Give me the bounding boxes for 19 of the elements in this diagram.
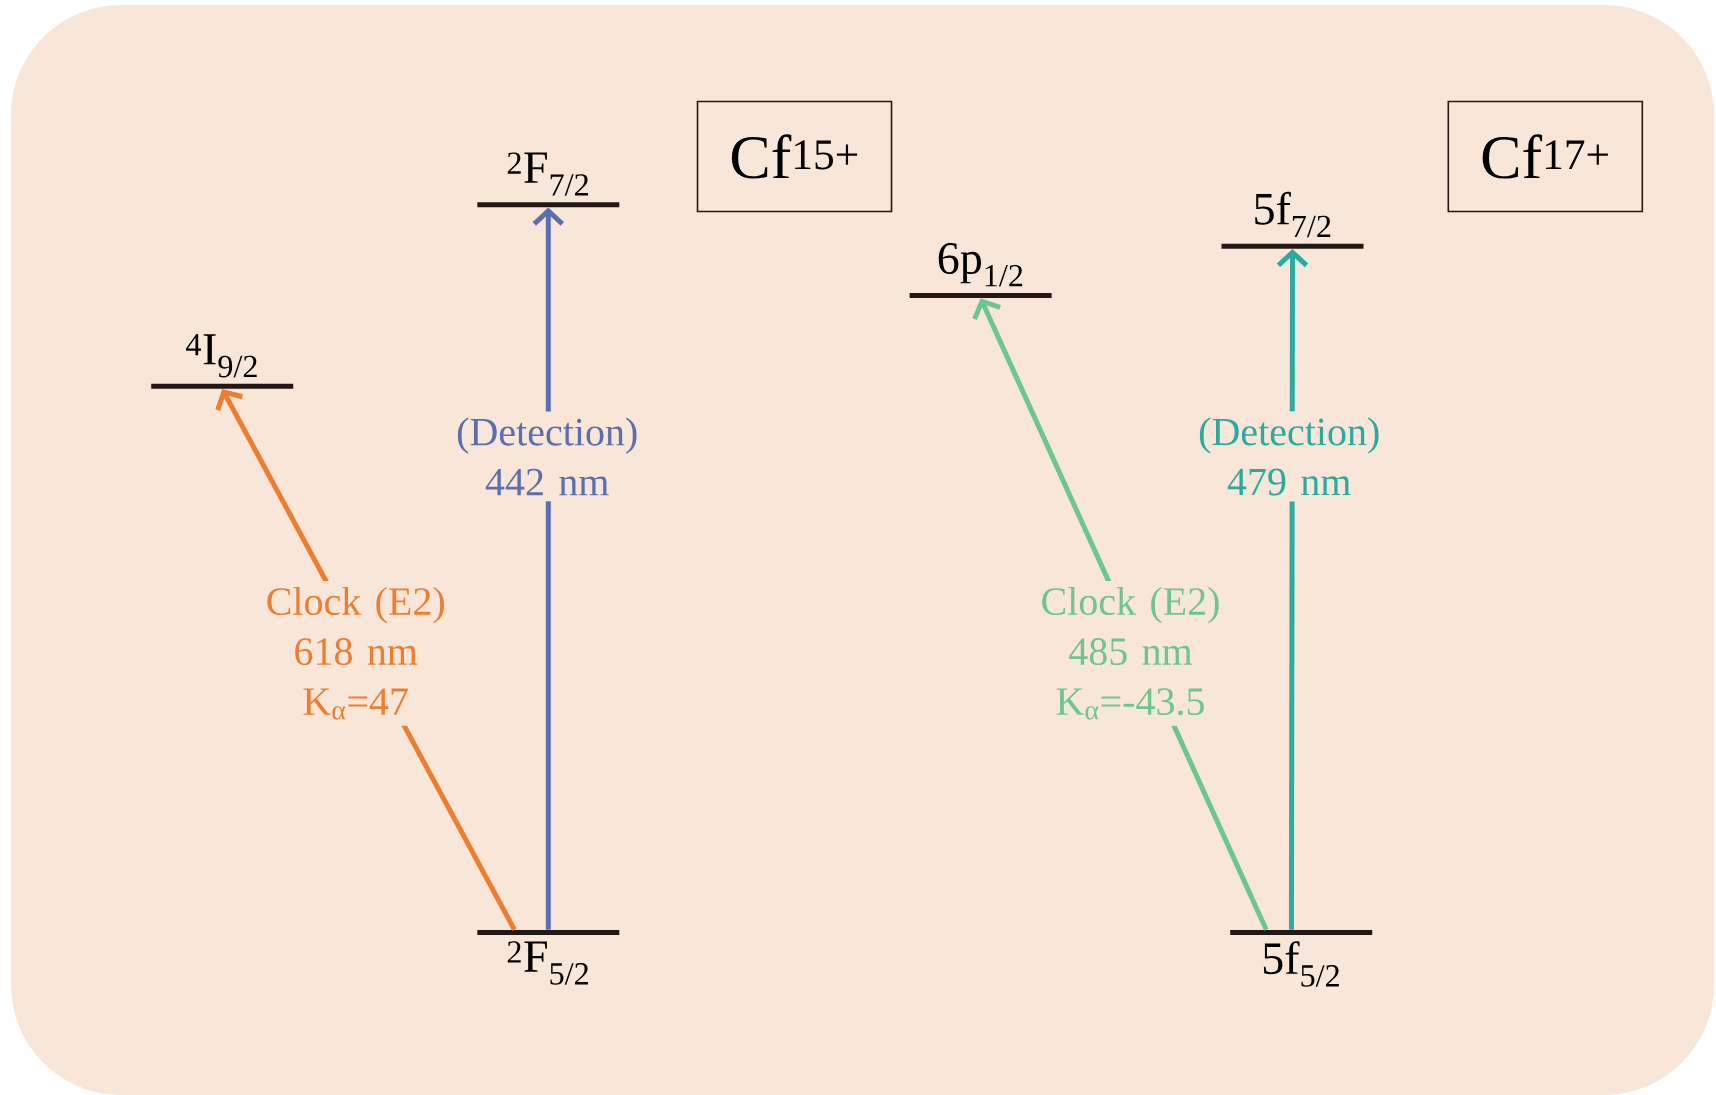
energy-level: 5f$_{7/2}$ [1221, 191, 1364, 249]
edge-label: Clock (E2) 485 nm K$_{α}$=-43.5 [1014, 580, 1247, 726]
node-label: 5f$_{7/2}$ [1255, 191, 1331, 238]
node-label: $^{2}$F$_{5/2}$ [507, 941, 588, 985]
edge-label: (Detection) 442 nm [431, 411, 664, 502]
node-label: 6p$_{1/2}$ [938, 243, 1023, 287]
node-label: 5f$_{5/2}$ [1263, 941, 1339, 987]
node-label: $^{4}$I$_{9/2}$ [186, 334, 257, 378]
energy-level: $^{4}$I$_{9/2}$ [151, 334, 294, 389]
edge-label: (Detection) 479 nm [1173, 411, 1406, 502]
energy-level: $^{2}$F$_{7/2}$ [477, 152, 620, 208]
ion-label-box: Cf$^{15+}$ [696, 100, 893, 213]
energy-level: 6p$_{1/2}$ [909, 243, 1052, 298]
energy-level: 5f$_{5/2}$ [1230, 929, 1373, 987]
node-label: $^{2}$F$_{7/2}$ [507, 152, 588, 196]
energy-level: $^{2}$F$_{5/2}$ [477, 929, 620, 985]
arrow [532, 207, 564, 930]
ion-label-box: Cf$^{17+}$ [1447, 100, 1644, 213]
edge-label: Clock (E2) 618 nm K$_{α}$=47 [239, 580, 472, 726]
